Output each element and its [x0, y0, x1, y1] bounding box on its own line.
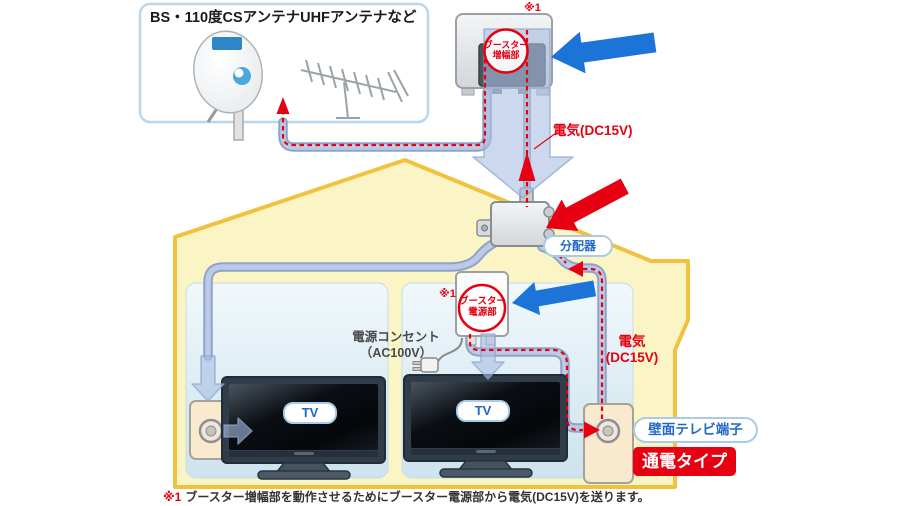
pointer-arrow-red-splitter	[546, 178, 629, 231]
tv-right	[403, 374, 568, 478]
power-passing-type-badge: 通電タイプ	[633, 447, 736, 476]
antenna-box-title: BS・110度CSアンテナUHFアンテナなど	[150, 10, 417, 26]
footnote-text: ブースター増幅部を動作させるためにブースター電源部から電気(DC15V)を送りま…	[185, 490, 650, 504]
tv-left-label: TV	[283, 402, 337, 424]
dc15v-right-line1: 電気	[618, 334, 646, 349]
signal-flow-arrow-into-left-tv	[223, 417, 253, 445]
amplifier-label-line1: ブースター	[483, 40, 529, 50]
dc-power-lines	[276, 30, 604, 439]
amplifier-label-circle	[483, 28, 529, 74]
signal-flow-arrow-into-left-terminal	[191, 355, 225, 402]
dc15v-label-right: 電気 (DC15V)	[588, 334, 676, 366]
splitter-label: 分配器	[543, 235, 613, 257]
power-unit-label-line2: 電源部	[468, 306, 497, 318]
power-unit-label: ブースター 電源部	[459, 296, 507, 318]
footnote-ref: ※1	[163, 490, 182, 504]
pointer-arrow-blue-power-unit	[512, 280, 597, 316]
antenna-box	[138, 2, 430, 141]
tv-right-label: TV	[456, 400, 510, 422]
outlet-label-line1: 電源コンセント	[352, 330, 440, 344]
pointer-arrow-blue-amplifier	[551, 31, 657, 74]
amplifier-label-line2: 増幅部	[492, 50, 520, 60]
pointer-arrows	[512, 31, 657, 316]
power-unit-label-line1: ブースター	[459, 296, 507, 307]
dc-arrow-into-terminal	[584, 421, 600, 439]
dc-top-leader-line	[533, 132, 557, 150]
signal-flow-arrow-into-right-tv	[471, 333, 505, 380]
amplifier-note-ref: ※1	[524, 2, 541, 14]
amplifier-label: ブースター 増幅部	[483, 40, 529, 60]
outlet-label: 電源コンセント （AC100V）	[344, 330, 448, 361]
dc-arrow-into-splitter	[568, 261, 583, 277]
outlet-label-line2: （AC100V）	[359, 345, 433, 360]
wall-terminal-label: 壁面テレビ端子	[633, 417, 758, 443]
power-unit-note-ref: ※1	[439, 288, 456, 300]
dc-arrow-to-antenna	[276, 97, 290, 114]
power-unit-label-circle	[457, 283, 507, 333]
uhf-antenna-icon	[300, 59, 409, 119]
dc15v-label-top: 電気(DC15V)	[553, 123, 633, 138]
dc15v-right-line2: (DC15V)	[605, 350, 659, 365]
wall-terminal-right	[583, 403, 634, 484]
satellite-dish-icon	[193, 30, 263, 141]
power-plug-icon	[412, 337, 463, 373]
dc-arrow-up-to-amplifier	[518, 152, 536, 181]
